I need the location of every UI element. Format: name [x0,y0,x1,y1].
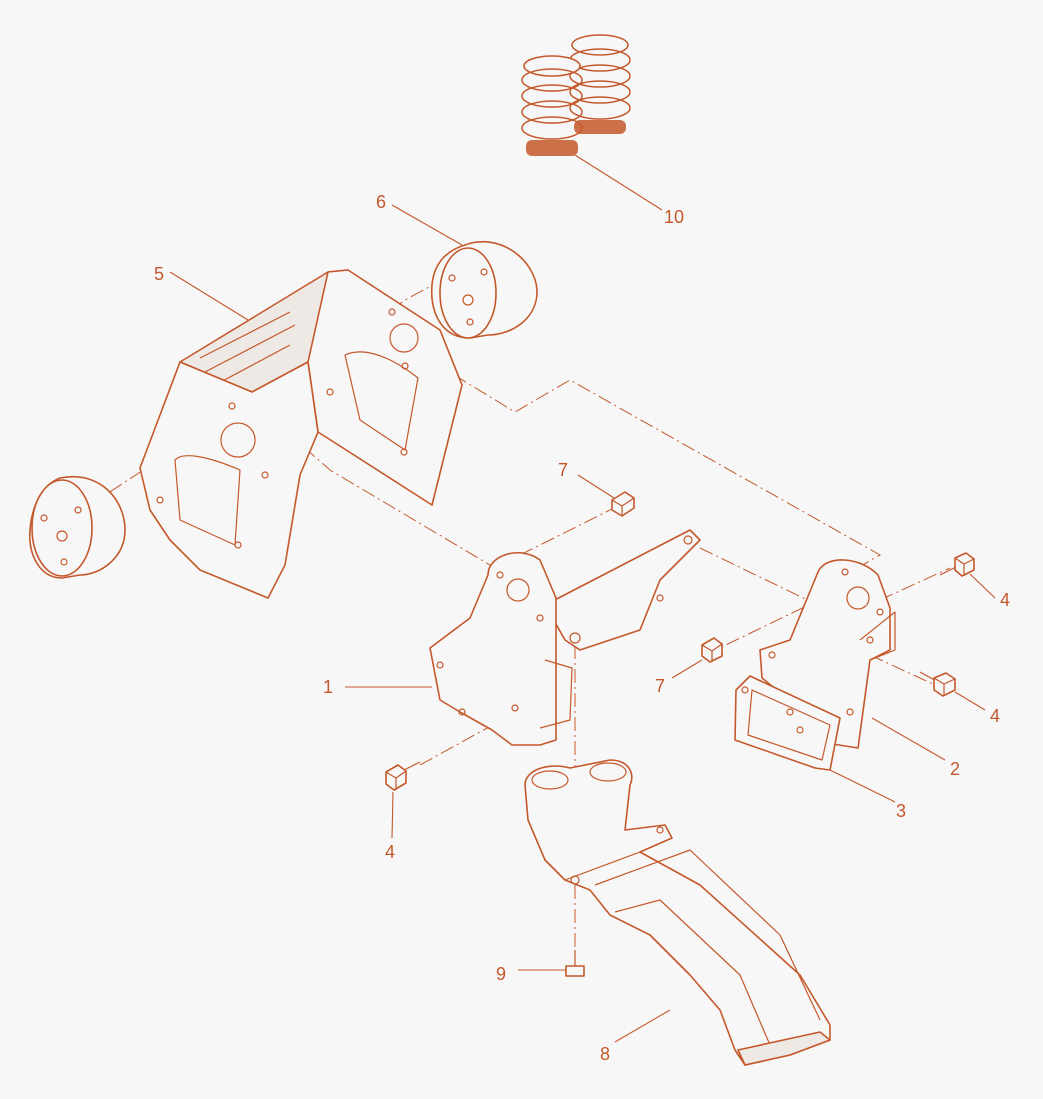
part-5-cover-housing [139,269,463,599]
callout-6: 6 [376,192,386,212]
part-4-bolt-bottom-right [919,671,956,697]
callout-4-left: 4 [385,842,395,862]
part-8-air-duct [524,759,831,1066]
callout-7-top: 7 [558,460,568,480]
part-7-bolt-top [611,491,635,517]
part-9-bolt-bottom [565,950,585,977]
leader-lines [169,154,996,1043]
part-10-rubber-boots [521,34,631,156]
part-7-bolt-middle [701,637,723,663]
callout-2: 2 [950,759,960,779]
part-4-bolt-top-right [939,552,975,577]
part-1-main-bracket [429,529,701,746]
callout-labels: 1 2 3 4 4 4 5 6 7 7 8 9 10 [154,192,1010,1064]
part-6-bushing-right [430,240,538,339]
part-4-bolt-left [385,761,421,791]
callout-3: 3 [896,801,906,821]
callout-8: 8 [600,1044,610,1064]
callout-9: 9 [496,964,506,984]
callout-1: 1 [323,677,333,697]
callout-4-top-right: 4 [1000,590,1010,610]
callout-10: 10 [664,207,684,227]
part-6-bushing-left [29,475,126,579]
callout-7-middle: 7 [655,676,665,696]
callout-5: 5 [154,264,164,284]
callout-4-bottom-right: 4 [990,706,1000,726]
